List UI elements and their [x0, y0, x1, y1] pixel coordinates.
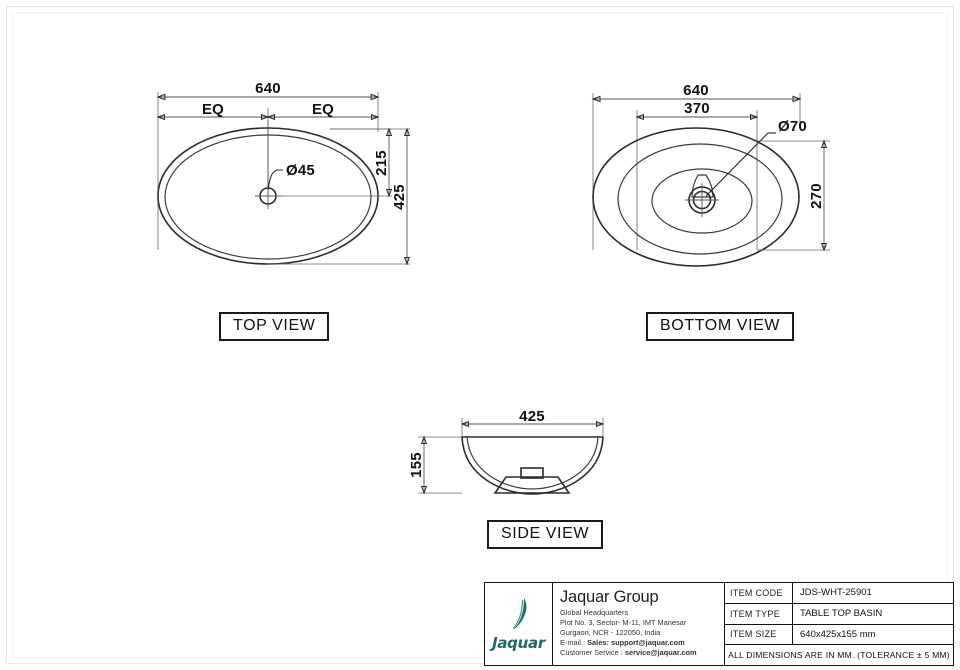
dim-bottom-inner-depth: 270: [808, 183, 825, 209]
dim-top-overall-width: 640: [255, 80, 281, 97]
side-view-group: 425 155: [408, 408, 605, 495]
view-label-side-text: SIDE VIEW: [501, 525, 590, 542]
brand-wordmark: Jaquar: [492, 634, 545, 652]
bottom-view-mid-ellipse: [617, 143, 783, 255]
dim-top-eq-right: EQ: [312, 101, 334, 118]
leader-line-drain-diameter: [705, 132, 769, 197]
side-view-bowl-inner: [466, 436, 599, 490]
view-label-bottom-text: BOTTOM VIEW: [660, 317, 781, 334]
spec-value-item-size: 640x425x155 mm: [800, 628, 876, 640]
view-label-bottom: BOTTOM VIEW: [646, 312, 795, 341]
bottom-view-group: 640 370 Ø70: [591, 82, 830, 267]
company-email-sales: E-mail : Sales: support@jaquar.com: [560, 638, 719, 648]
company-info: Jaquar Group Global Headquarters Plot No…: [553, 583, 725, 665]
service-email-value[interactable]: service@jaquar.com: [624, 648, 697, 658]
spec-value-item-code: JDS-WHT-25901: [800, 587, 872, 599]
bottom-view-inner-ellipse: [651, 168, 753, 234]
service-label: Customer Service :: [560, 648, 623, 658]
brand-logo: Jaquar: [485, 583, 553, 665]
spec-row-item-size: ITEM SIZE 640x425x155 mm: [725, 624, 953, 646]
dim-bottom-drain-diameter: Ø70: [778, 118, 807, 135]
company-email-service: Customer Service : service@jaquar.com: [560, 648, 719, 658]
dim-top-hole-diameter: Ø45: [286, 162, 315, 179]
view-label-side: SIDE VIEW: [487, 520, 604, 549]
bottom-view-outer-ellipse: [592, 127, 800, 267]
email-label: E-mail :: [560, 638, 586, 648]
company-address-line-1: Global Headquarters: [560, 608, 629, 618]
jaquar-swoosh-icon: [512, 598, 526, 630]
sales-email-value[interactable]: support@jaquar.com: [610, 638, 685, 648]
dim-bottom-overall-width: 640: [683, 82, 709, 99]
tolerance-note: ALL DIMENSIONS ARE IN MM. (TOLERANCE ± 5…: [728, 650, 950, 661]
spec-key-item-type: ITEM TYPE: [725, 603, 793, 624]
dim-side-width: 425: [519, 408, 545, 425]
leader-line-hole-diameter: [267, 169, 283, 191]
side-view-base: [493, 476, 571, 494]
spec-row-item-type: ITEM TYPE TABLE TOP BASIN: [725, 603, 953, 625]
sales-label: Sales:: [587, 638, 609, 648]
company-address-line-2: Plot No. 3, Sector- M-11, IMT Manesar: [560, 618, 687, 628]
dim-bottom-inner-width: 370: [684, 100, 710, 117]
title-block: Jaquar Jaquar Group Global Headquarters …: [484, 582, 954, 666]
company-address-line-3: Gurgaon, NCR - 122050, India: [560, 628, 661, 638]
side-view-bowl-outer: [461, 436, 604, 495]
spec-row-note: ALL DIMENSIONS ARE IN MM. (TOLERANCE ± 5…: [725, 645, 953, 665]
side-view-drain-boss: [520, 467, 544, 479]
spec-table: ITEM CODE JDS-WHT-25901 ITEM TYPE TABLE …: [725, 583, 953, 665]
dim-top-overall-depth: 425: [391, 184, 408, 210]
dim-top-center-to-top: 215: [373, 150, 390, 176]
spec-value-item-type: TABLE TOP BASIN: [800, 608, 883, 620]
dim-side-height: 155: [408, 452, 425, 478]
spec-key-item-code: ITEM CODE: [725, 583, 793, 603]
view-label-top-text: TOP VIEW: [233, 317, 316, 334]
company-name: Jaquar Group: [560, 588, 659, 606]
spec-row-item-code: ITEM CODE JDS-WHT-25901: [725, 583, 953, 604]
bottom-view-drain-neck: [691, 174, 714, 198]
dim-top-eq-left: EQ: [202, 101, 224, 118]
top-view-group: 640 EQ EQ Ø45: [156, 80, 411, 266]
view-label-top: TOP VIEW: [219, 312, 330, 341]
spec-key-item-size: ITEM SIZE: [725, 624, 793, 645]
